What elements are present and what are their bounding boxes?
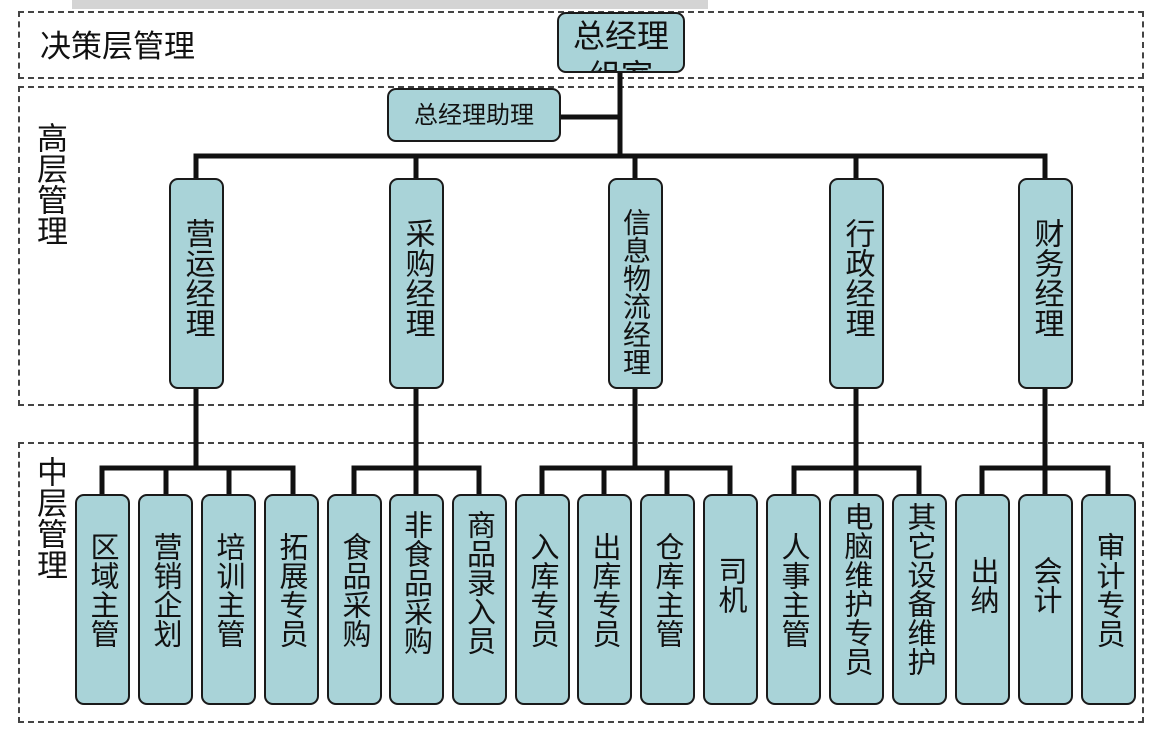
senior-manager-box: 营运经理: [169, 178, 224, 389]
staff-label: 会计: [1029, 556, 1063, 614]
senior-manager-box: 财务经理: [1018, 178, 1073, 389]
staff-label: 其它设备维护: [903, 502, 937, 676]
staff-box: 出库专员: [577, 494, 632, 705]
ceo-label: 总经理组室: [572, 17, 669, 71]
staff-label: 司机: [714, 556, 748, 614]
staff-label: 培训主管: [212, 532, 246, 648]
staff-box: 审计专员: [1081, 494, 1136, 705]
senior-manager-label: 行政经理: [839, 218, 875, 338]
staff-label: 非食品采购: [399, 510, 434, 655]
staff-box: 拓展专员: [264, 494, 319, 705]
staff-label: 营销企划: [149, 532, 183, 648]
senior-manager-box: 行政经理: [829, 178, 884, 389]
staff-label: 仓库主管: [651, 532, 685, 648]
assistant-box: 总经理助理: [387, 88, 561, 142]
staff-label: 审计专员: [1092, 532, 1126, 648]
staff-box: 营销企划: [138, 494, 193, 705]
staff-label: 人事主管: [777, 532, 811, 648]
staff-box: 区域主管: [75, 494, 130, 705]
senior-manager-label: 财务经理: [1028, 218, 1064, 338]
staff-label: 电脑维护专员: [840, 502, 874, 676]
staff-box: 培训主管: [201, 494, 256, 705]
senior-manager-label: 信息物流经理: [619, 208, 652, 376]
staff-label: 食品采购: [338, 532, 372, 648]
staff-label: 拓展专员: [275, 532, 309, 648]
staff-box: 仓库主管: [640, 494, 695, 705]
staff-box: 会计: [1018, 494, 1073, 705]
staff-box: 非食品采购: [389, 494, 444, 705]
middle-layer-label: 中层管理: [31, 456, 67, 580]
assistant-label: 总经理助理: [414, 101, 534, 129]
staff-box: 司机: [703, 494, 758, 705]
staff-box: 人事主管: [766, 494, 821, 705]
middle-layer-frame: [18, 442, 1144, 723]
staff-label: 出纳: [966, 556, 1000, 614]
senior-manager-label: 营运经理: [179, 218, 215, 338]
staff-box: 商品录入员: [452, 494, 507, 705]
senior-layer-label: 高层管理: [31, 122, 67, 246]
senior-layer-frame: [18, 86, 1144, 406]
staff-box: 入库专员: [515, 494, 570, 705]
senior-manager-label: 采购经理: [399, 218, 435, 338]
staff-box: 食品采购: [327, 494, 382, 705]
staff-label: 区域主管: [86, 532, 120, 648]
staff-box: 电脑维护专员: [829, 494, 884, 705]
senior-manager-box: 采购经理: [389, 178, 444, 389]
staff-label: 出库专员: [588, 532, 622, 648]
staff-label: 商品录入员: [462, 510, 497, 655]
staff-box: 出纳: [955, 494, 1010, 705]
staff-label: 入库专员: [526, 532, 560, 648]
top-strip: [72, 0, 708, 9]
decision-layer-label: 决策层管理: [40, 29, 195, 65]
senior-manager-box: 信息物流经理: [608, 178, 663, 389]
staff-box: 其它设备维护: [892, 494, 947, 705]
ceo-box: 总经理组室: [557, 12, 685, 73]
